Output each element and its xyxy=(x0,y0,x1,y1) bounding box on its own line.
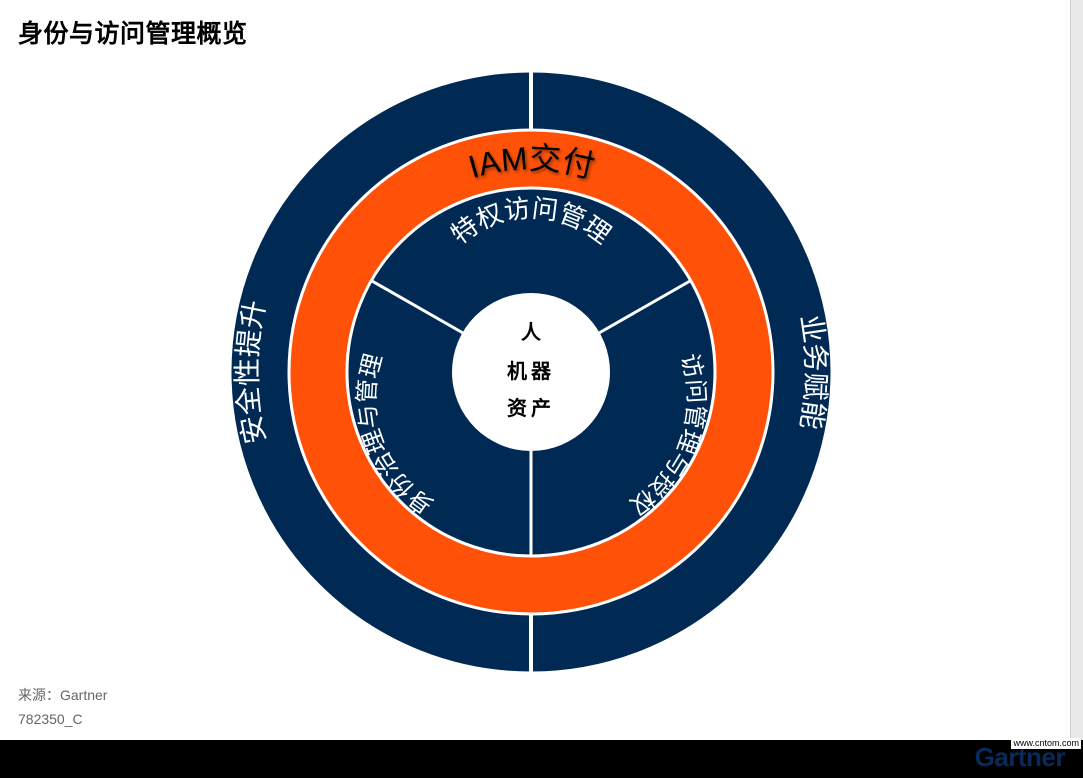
bottom-bar xyxy=(0,740,1083,778)
center-label-assets: 资产 xyxy=(507,396,555,420)
scrollbar[interactable] xyxy=(1070,0,1083,740)
document-id: 782350_C xyxy=(18,711,83,727)
source-note: 来源：Gartner xyxy=(18,687,108,703)
watermark: www.cntom.com xyxy=(1011,738,1081,749)
page-title: 身份与访问管理概览 xyxy=(18,20,248,48)
inner-divider-left xyxy=(371,279,464,335)
iam-ring-diagram: 安全性提升 业务赋能 IAM交付 特权访问管理 身份治理与管理 访问管理与授权 … xyxy=(228,69,834,675)
center-circle xyxy=(452,293,610,451)
inner-divider-right xyxy=(598,279,691,335)
center-label-people: 人 xyxy=(521,320,542,344)
center-label-machines: 机器 xyxy=(507,359,555,383)
